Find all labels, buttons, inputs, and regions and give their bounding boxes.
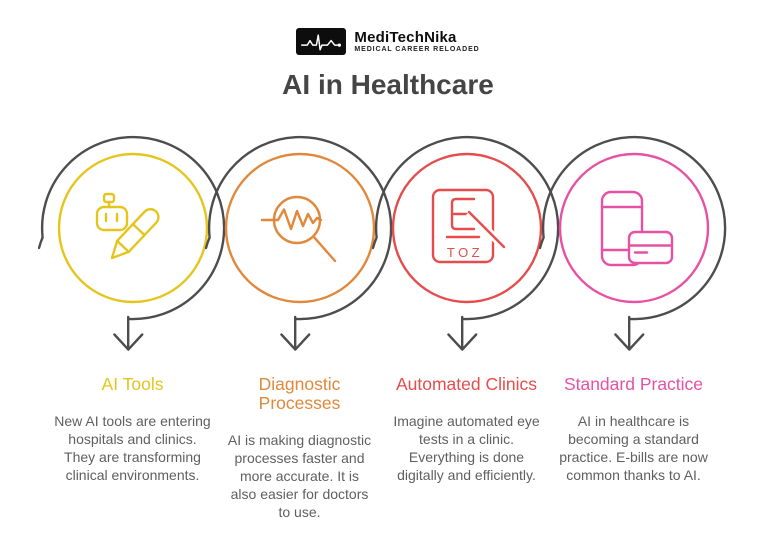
circle-frame [371,135,559,321]
magnifier-waveform-icon [260,195,336,263]
down-arrow-icon [613,315,644,351]
robot-pencil-icon [95,192,160,260]
logo-tagline: MEDICAL CAREER RELOADED [354,45,480,53]
ekg-heartbeat-icon [296,28,347,55]
down-arrow-icon [446,315,477,351]
logo-name: MediTechNika [354,28,457,46]
page-title: AI in Healthcare [282,69,494,100]
down-arrow-icon [279,315,310,351]
infographic-items: AI Tools New AI tools are entering hospi… [37,133,726,521]
item-description: AI in healthcare is becoming a standard … [559,413,708,483]
item-description: AI is making diagnostic processes faster… [227,432,372,520]
item-heading: Diagnostic Processes [258,374,341,413]
colored-ring [57,152,208,304]
item-description: New AI tools are entering hospitals and … [54,413,211,483]
logo: MediTechNika MEDICAL CAREER RELOADED [0,28,776,55]
item-diagnostic-processes: Diagnostic Processes AI is making diagno… [204,133,392,521]
item-heading: Automated Clinics [395,374,538,394]
circle-frame [204,135,392,321]
colored-ring [391,152,542,304]
colored-ring [224,152,375,304]
item-description: Imagine automated eye tests in a clinic.… [393,413,540,483]
phone-card-icon [600,190,673,267]
colored-ring [558,152,709,304]
eye-chart-letters: TOZ [446,245,482,260]
down-arrow-icon [112,315,143,351]
header: MediTechNika MEDICAL CAREER RELOADED AI … [0,0,776,101]
item-heading: Standard Practice [563,374,704,394]
item-heading: AI Tools [101,374,164,394]
circle-frame [37,135,225,321]
pointer-stick [467,210,505,249]
item-ai-tools: AI Tools New AI tools are entering hospi… [37,133,225,521]
circle-frame [538,135,726,321]
item-automated-clinics: TOZ Automated Clinics Imagine automated … [371,133,559,521]
item-standard-practice: Standard Practice AI in healthcare is be… [538,133,726,521]
